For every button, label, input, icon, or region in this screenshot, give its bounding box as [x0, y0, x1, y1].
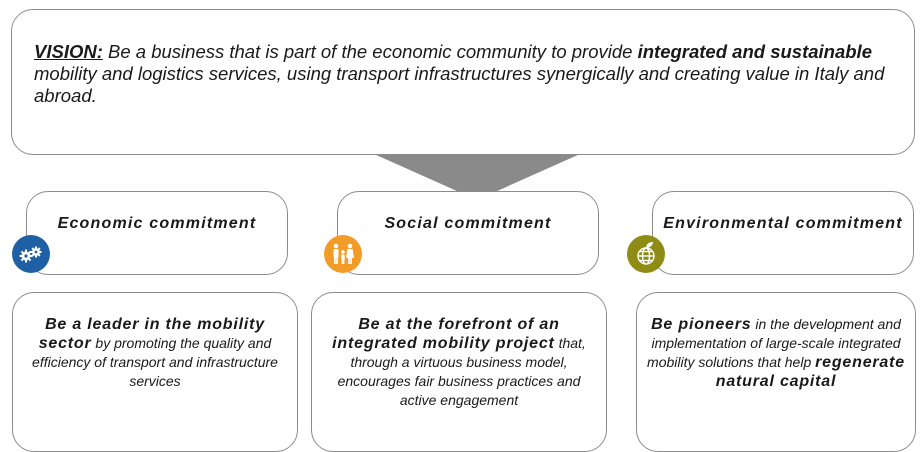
- economic-commitment-description: Be a leader in the mobility sector by pr…: [21, 315, 289, 391]
- environmental-rest: in the development and implementation of…: [647, 316, 901, 370]
- gears-icon: [12, 235, 50, 273]
- environmental-lead: Be pioneers: [651, 316, 752, 333]
- vision-text-part: Be a business that is part of the econom…: [102, 41, 638, 62]
- social-commitment-header: Social commitment: [337, 191, 599, 275]
- environmental-lead-2: regenerate natural capital: [715, 354, 905, 390]
- environmental-commitment-description: Be pioneers in the development and imple…: [645, 315, 907, 391]
- vision-text-part: mobility and logistics services, using t…: [34, 63, 885, 106]
- economic-commitment-header: Economic commitment: [26, 191, 288, 275]
- social-commitment-title: Social commitment: [384, 215, 552, 232]
- social-rest: that, through a virtuous business model,…: [337, 335, 586, 408]
- environmental-commitment-header: Environmental commitment: [652, 191, 914, 275]
- economic-rest: by promoting the quality and efficiency …: [32, 335, 278, 389]
- vision-box: VISION: Be a business that is part of th…: [11, 9, 915, 155]
- social-commitment-description: Be at the forefront of an integrated mob…: [320, 315, 598, 410]
- social-commitment-body: Be at the forefront of an integrated mob…: [311, 292, 607, 452]
- people-icon: [324, 235, 362, 273]
- vision-statement: VISION: Be a business that is part of th…: [34, 41, 904, 107]
- economic-commitment-body: Be a leader in the mobility sector by pr…: [12, 292, 298, 452]
- social-lead: Be at the forefront of an integrated mob…: [332, 316, 560, 352]
- environmental-commitment-body: Be pioneers in the development and imple…: [636, 292, 916, 452]
- down-arrow: [374, 154, 580, 200]
- vision-label: VISION:: [34, 41, 103, 62]
- globe-leaf-icon: [627, 235, 665, 273]
- economic-commitment-title: Economic commitment: [57, 215, 257, 232]
- economic-lead: Be a leader in the mobility sector: [38, 316, 265, 352]
- environmental-commitment-title: Environmental commitment: [663, 215, 903, 232]
- vision-highlight: integrated and sustainable: [637, 41, 872, 62]
